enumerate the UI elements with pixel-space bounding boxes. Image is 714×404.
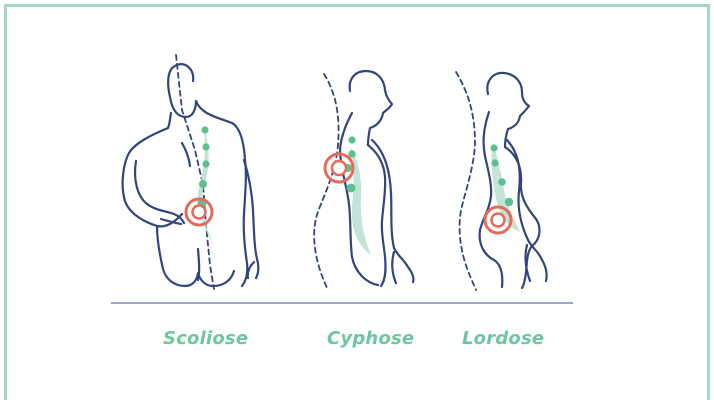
label-scoliose: Scoliose — [163, 328, 248, 350]
scoliose-head-neck — [168, 64, 196, 128]
cyphose-arm — [372, 140, 413, 283]
scoliose-torso — [123, 101, 248, 286]
lordose-reference-line — [456, 72, 476, 290]
lordose-head-neck — [487, 73, 529, 147]
scoliose-figure — [123, 55, 259, 289]
scoliose-pain-center-icon — [193, 206, 206, 219]
scoliose-left-arm — [135, 161, 184, 224]
scoliose-vertebra-dot-1 — [201, 126, 208, 133]
lordose-vertebra-dot-2 — [491, 159, 498, 166]
scoliose-reference-line — [176, 55, 214, 289]
lordose-vertebra-dot-4 — [505, 198, 513, 206]
scoliose-vertebra-dot-4 — [199, 180, 207, 188]
cyphose-head-neck — [350, 71, 392, 145]
scoliose-vertebra-dot-3 — [202, 160, 209, 167]
scoliose-vertebra-dot-2 — [202, 143, 209, 150]
lordose-vertebra-dot-1 — [490, 144, 497, 151]
cyphose-vertebra-dot-4 — [347, 184, 356, 193]
cyphose-figure — [314, 71, 413, 290]
cyphose-spine-area — [350, 145, 371, 255]
lordose-vertebra-dot-3 — [498, 178, 506, 186]
cyphose-front — [368, 145, 386, 286]
baseline-divider — [111, 302, 573, 304]
label-cyphose: Cyphose — [327, 328, 414, 350]
lordose-figure — [456, 72, 547, 290]
cyphose-pain-center-icon — [332, 161, 346, 175]
cyphose-vertebra-dot-1 — [348, 136, 355, 143]
lordose-pain-center-icon — [492, 214, 505, 227]
label-lordose: Lordose — [462, 328, 544, 350]
